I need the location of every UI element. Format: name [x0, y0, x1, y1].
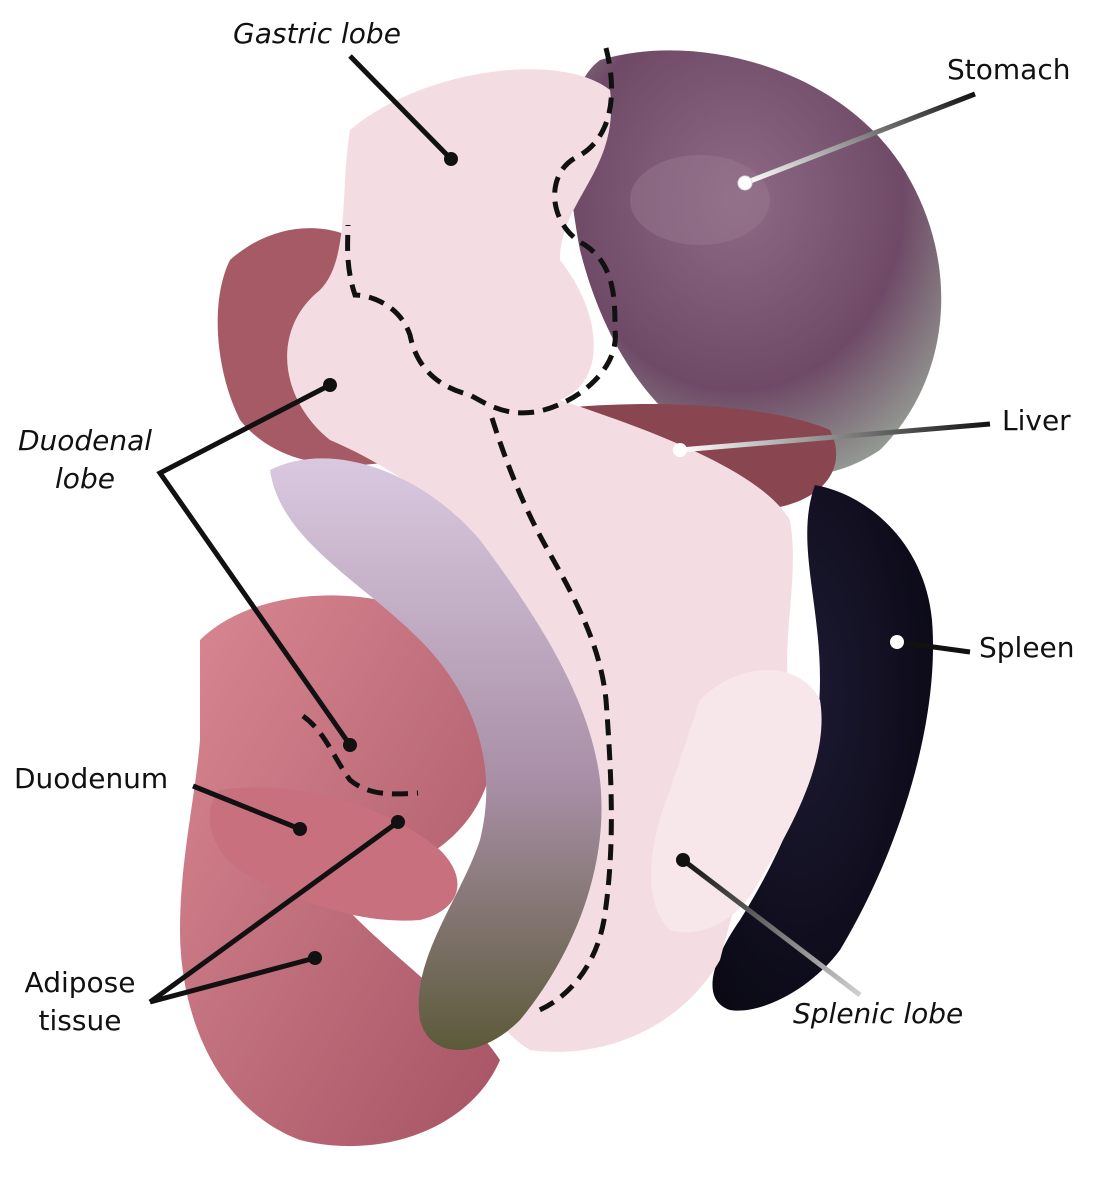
leader-stomach: [744, 91, 976, 186]
intestine-shape: [270, 458, 602, 1051]
dot-splenic-lobe: [676, 853, 690, 867]
leader-spleen: [896, 639, 971, 655]
leader-duodenum: [192, 783, 301, 832]
label-duodenal-lobe: Duodenal lobe: [10, 424, 160, 496]
leader-adipose-upper: [148, 819, 400, 1005]
label-liver: Liver: [1002, 404, 1071, 437]
label-stomach: Stomach: [947, 53, 1071, 86]
leader-adipose-lower: [149, 955, 316, 1005]
label-duodenal-lobe-line2: lobe: [55, 462, 115, 495]
splenic-lobe-border: [489, 417, 614, 1015]
label-splenic-lobe: Splenic lobe: [793, 997, 964, 1030]
label-gastric-lobe: Gastric lobe: [233, 17, 401, 50]
leader-liver: [679, 421, 991, 453]
leader-duodenal-lobe: [156, 382, 353, 747]
label-duodenum: Duodenum: [14, 762, 169, 795]
dot-duodenal-lobe-upper: [323, 378, 337, 392]
leader-gastric-lobe: [348, 54, 453, 161]
leader-splenic-lobe: [681, 858, 862, 997]
label-spleen: Spleen: [979, 631, 1075, 664]
gastric-lobe-border: [345, 47, 618, 416]
stomach-highlight: [630, 155, 770, 245]
label-adipose-line1: Adipose: [24, 966, 136, 999]
duodenum-shape: [209, 787, 458, 921]
label-adipose-tissue: Adipose tissue: [5, 966, 155, 1038]
dot-adipose-upper: [391, 815, 405, 829]
dot-spleen: [890, 635, 904, 649]
dot-duodenum: [293, 822, 307, 836]
label-duodenal-lobe-line1: Duodenal: [17, 424, 153, 457]
duodenal-lobe-border: [301, 713, 419, 797]
stomach-shape: [568, 50, 942, 476]
dot-liver: [673, 443, 687, 457]
dot-stomach: [737, 175, 753, 191]
dot-adipose-lower: [308, 951, 322, 965]
label-adipose-line2: tissue: [38, 1004, 122, 1037]
dot-duodenal-lobe-lower: [343, 738, 357, 752]
spleen-shape: [712, 485, 934, 1011]
dot-gastric-lobe: [444, 152, 458, 166]
